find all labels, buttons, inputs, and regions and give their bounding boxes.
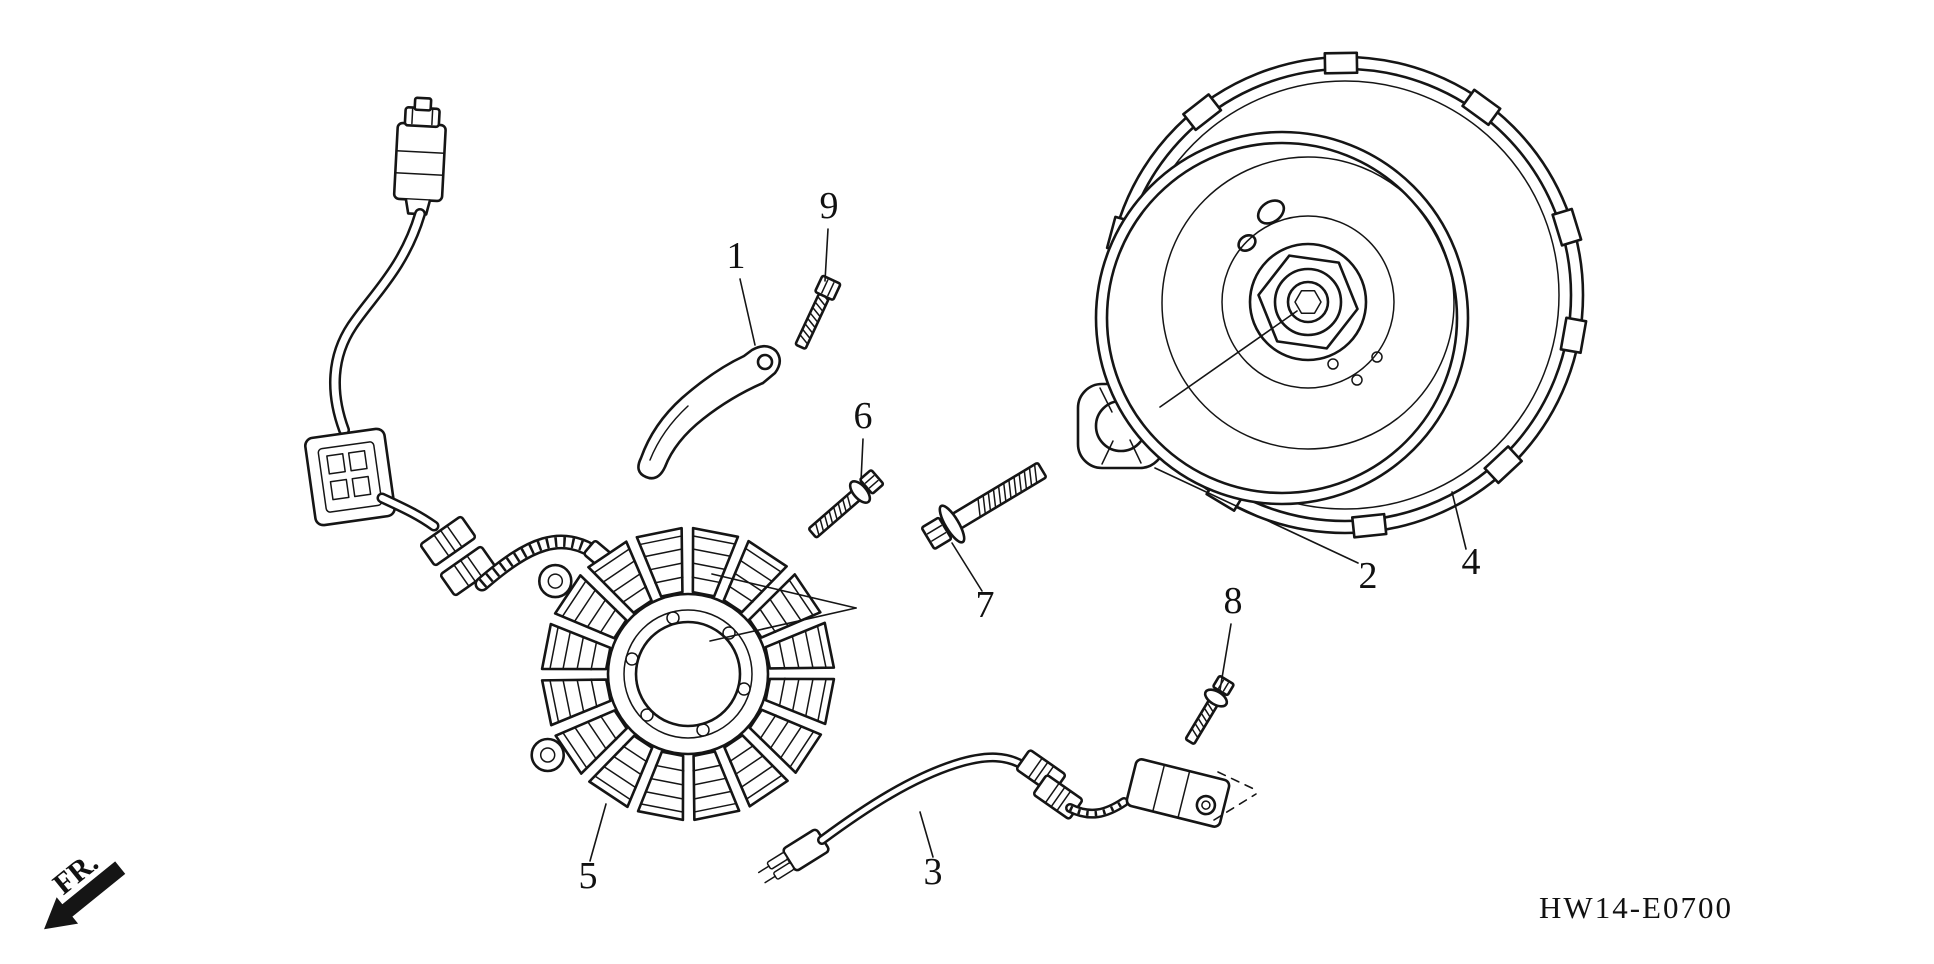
- flywheel-part4: [1094, 51, 1588, 539]
- flange-bolt-part8: [1184, 675, 1235, 745]
- diagram-code: HW14-E0700: [1539, 890, 1733, 925]
- callout-8: 8: [1224, 580, 1243, 622]
- callout-4: 4: [1462, 541, 1481, 583]
- callout-6: 6: [854, 395, 873, 437]
- part-callouts: 1 2 3 4 5 6 7 8 9: [579, 185, 1481, 897]
- front-arrow-icon: [44, 861, 126, 930]
- stator-lead-harness: [304, 96, 617, 597]
- bolt-part9: [794, 274, 842, 350]
- callout-5: 5: [579, 855, 598, 897]
- flange-bolt-part6: [808, 469, 885, 539]
- callout-3: 3: [924, 851, 943, 893]
- callout-7: 7: [976, 584, 995, 626]
- callout-9: 9: [820, 185, 839, 227]
- wire-stay-bracket-part1: [637, 344, 782, 480]
- stator-part5: [530, 526, 836, 822]
- reference-lines: [709, 573, 857, 642]
- callout-2: 2: [1359, 555, 1378, 597]
- flange-bolt-part7: [921, 462, 1047, 550]
- callout-1: 1: [727, 235, 746, 277]
- front-direction-marker: FR.: [44, 846, 126, 930]
- pickup-coil-part3: [757, 749, 1257, 884]
